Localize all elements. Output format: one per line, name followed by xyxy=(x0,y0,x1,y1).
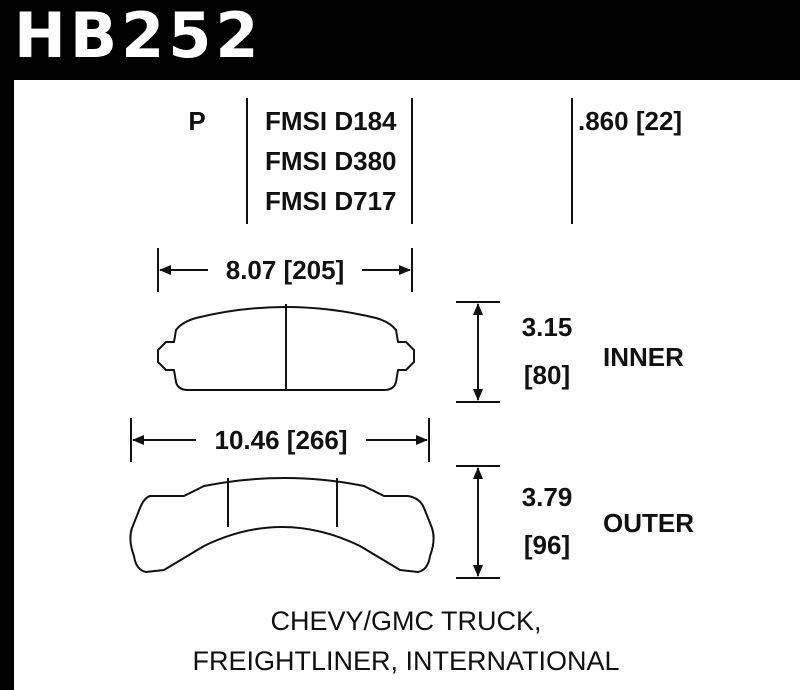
inner-pad-outline xyxy=(157,304,415,391)
outer-height-dimension: 3.79 [96] OUTER xyxy=(456,465,694,579)
fmsi-number: FMSI D380 xyxy=(265,146,397,176)
outer-height-label: 3.79 xyxy=(522,482,573,512)
inner-length-label: 8.07 [205] xyxy=(226,255,345,285)
inner-length-dimension: 8.07 [205] xyxy=(157,248,413,292)
thickness-label: .860 [22] xyxy=(578,106,682,136)
outer-length-label: 10.46 [266] xyxy=(215,425,348,455)
position-code: P xyxy=(188,106,205,136)
fmsi-number: FMSI D184 xyxy=(265,106,397,136)
spec-panel xyxy=(14,80,800,690)
outer-pad-outline xyxy=(129,477,435,573)
application-line: CHEVY/GMC TRUCK, xyxy=(270,606,541,636)
outer-side-label: OUTER xyxy=(603,508,694,538)
outer-height-metric: [96] xyxy=(524,530,570,560)
inner-side-label: INNER xyxy=(603,342,684,372)
inner-height-metric: [80] xyxy=(524,360,570,390)
inner-height-label: 3.15 xyxy=(522,312,573,342)
spec-table: P FMSI D184 FMSI D380 FMSI D717 .860 [22… xyxy=(188,98,682,224)
fmsi-number: FMSI D717 xyxy=(265,186,397,216)
outer-length-dimension: 10.46 [266] xyxy=(130,418,430,462)
application-line: FREIGHTLINER, INTERNATIONAL xyxy=(192,646,619,676)
applications: CHEVY/GMC TRUCK, FREIGHTLINER, INTERNATI… xyxy=(192,606,619,676)
inner-height-dimension: 3.15 [80] INNER xyxy=(456,301,684,403)
part-number-title: HB252 xyxy=(14,0,263,72)
